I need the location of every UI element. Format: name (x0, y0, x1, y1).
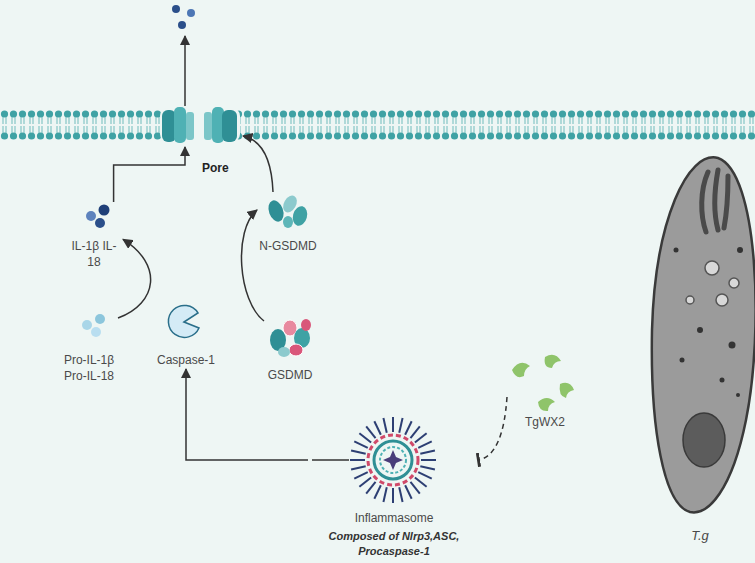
released-cytokines (172, 5, 195, 29)
arrow-connector (243, 136, 273, 192)
caspase-icon (168, 305, 199, 337)
inflammasome-icon (312, 417, 436, 503)
arrow-connector (118, 239, 151, 318)
inhibition-connector (478, 397, 507, 460)
node-label: N-GSDMD (259, 238, 316, 254)
diagram-node: Caspase-1 (148, 300, 224, 368)
membrane (0, 110, 755, 140)
node-label: Inflammasome (355, 510, 434, 526)
gsdmd-icon (270, 319, 311, 357)
diagram-node: Pro-IL-1β Pro-IL-18 (54, 312, 124, 384)
diagram-node: InflammasomeComposed of Nlrp3,ASC, Proca… (308, 410, 480, 558)
pore-protein (160, 107, 240, 143)
node-label: Composed of Nlrp3,ASC, Procaspase-1 (308, 529, 480, 558)
arrow-connector (241, 210, 264, 321)
n-gsdmd-icon (266, 193, 310, 228)
toxoplasma-parasite (652, 157, 755, 512)
node-label: Pro-IL-1β Pro-IL-18 (54, 352, 124, 384)
diagram-node: N-GSDMD (255, 192, 321, 254)
node-label: IL-1β IL-18 (66, 238, 122, 270)
diagram-node: TgWX2 (505, 352, 585, 430)
node-label: Caspase-1 (157, 352, 215, 368)
node-label: GSDMD (268, 367, 313, 383)
node-label: TgWX2 (525, 414, 565, 430)
release-arrow (184, 36, 186, 106)
tgwx2-icon (512, 355, 574, 411)
diagram-node: Pore (158, 108, 242, 146)
arrow-connector (186, 369, 308, 460)
diagram-node: GSDMD (260, 315, 320, 383)
diagram-node: T.g (655, 150, 745, 545)
arrow-connector (114, 147, 185, 202)
pro-il-icon (82, 314, 105, 337)
node-label: T.g (691, 527, 709, 545)
il-icon (86, 205, 110, 229)
diagram-node: IL-1β IL-18 (66, 202, 122, 270)
node-label: Pore (202, 160, 229, 176)
